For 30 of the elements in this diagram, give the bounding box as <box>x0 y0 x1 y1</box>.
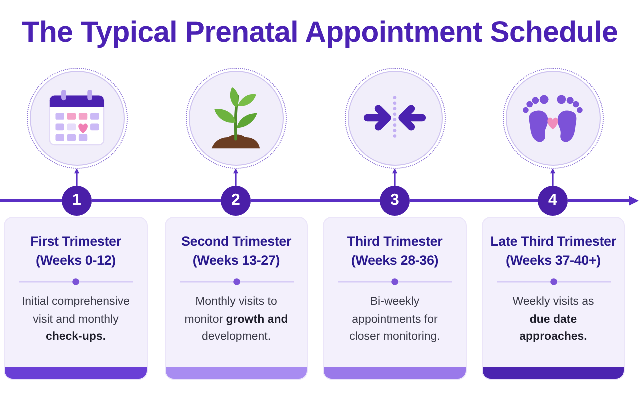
week-range: (Weeks 37-40+) <box>506 252 601 270</box>
timeline-line <box>410 200 538 202</box>
step-number: 3 <box>380 186 410 216</box>
connector-arrow <box>392 168 398 186</box>
diagram-title: The Typical Prenatal Appointment Schedule <box>22 16 618 49</box>
timeline-line <box>92 200 221 202</box>
timeline-line <box>0 200 62 202</box>
stage-card <box>323 217 467 380</box>
stage-card <box>165 217 308 380</box>
stage-description: Weekly visits as due date approaches. <box>512 295 596 345</box>
step-number: 1 <box>62 186 92 216</box>
stage-description: Initial comprehensive visit and monthly check-ups. <box>20 295 132 345</box>
stage-title: First Trimester <box>30 233 122 251</box>
timeline-line <box>251 200 380 202</box>
connector-arrow <box>74 168 80 186</box>
stage-description: Bi-weekly appointments for closer monitoring. <box>348 295 442 345</box>
week-range: (Weeks 28-36) <box>351 252 439 270</box>
connector-arrow <box>233 168 239 186</box>
stage-description: Monthly visits to monitor growth and development. <box>184 295 290 345</box>
connector-arrow <box>550 168 556 186</box>
week-range: (Weeks 13-27) <box>192 252 280 270</box>
step-number: 2 <box>221 186 251 216</box>
stage-card <box>4 217 148 380</box>
stage-card <box>482 217 625 380</box>
stage-title: Second Trimester <box>181 233 292 251</box>
week-range: (Weeks 0-12) <box>36 252 116 270</box>
step-number: 4 <box>538 186 568 216</box>
stage-title: Third Trimester <box>347 233 443 251</box>
timeline-arrow <box>568 196 639 206</box>
stage-title: Late Third Trimester <box>490 233 616 251</box>
